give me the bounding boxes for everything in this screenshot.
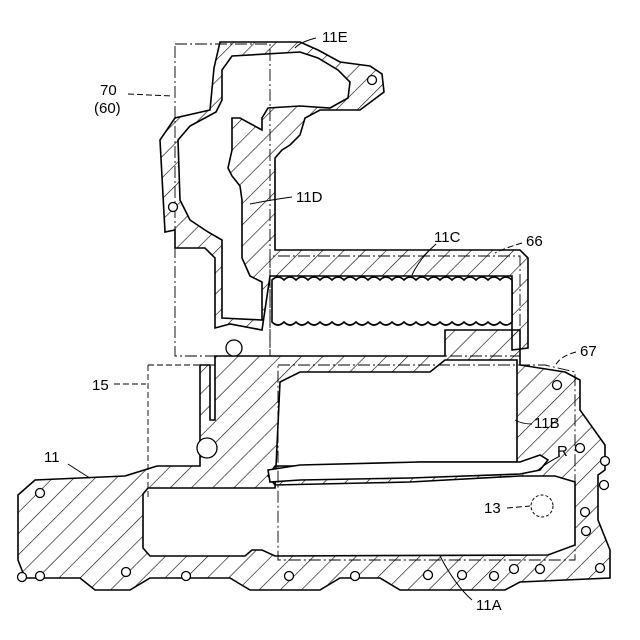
housing-body-11 — [18, 330, 610, 590]
label-60: (60) — [94, 100, 121, 117]
bore-11C — [272, 277, 512, 325]
label-66: 66 — [526, 233, 543, 250]
label-11B: 11B — [534, 415, 560, 432]
label-11: 11 — [44, 449, 60, 466]
label-13: 13 — [484, 500, 501, 517]
label-11E: 11E — [322, 29, 348, 46]
hole-13 — [531, 495, 553, 517]
label-70: 70 — [100, 82, 117, 99]
label-11C: 11C — [434, 229, 461, 246]
label-11D: 11D — [296, 189, 323, 206]
rib-channel — [268, 455, 548, 482]
label-11A: 11A — [476, 597, 502, 614]
label-15: 15 — [92, 377, 109, 394]
label-67: 67 — [580, 343, 597, 360]
label-R: R — [557, 443, 568, 460]
